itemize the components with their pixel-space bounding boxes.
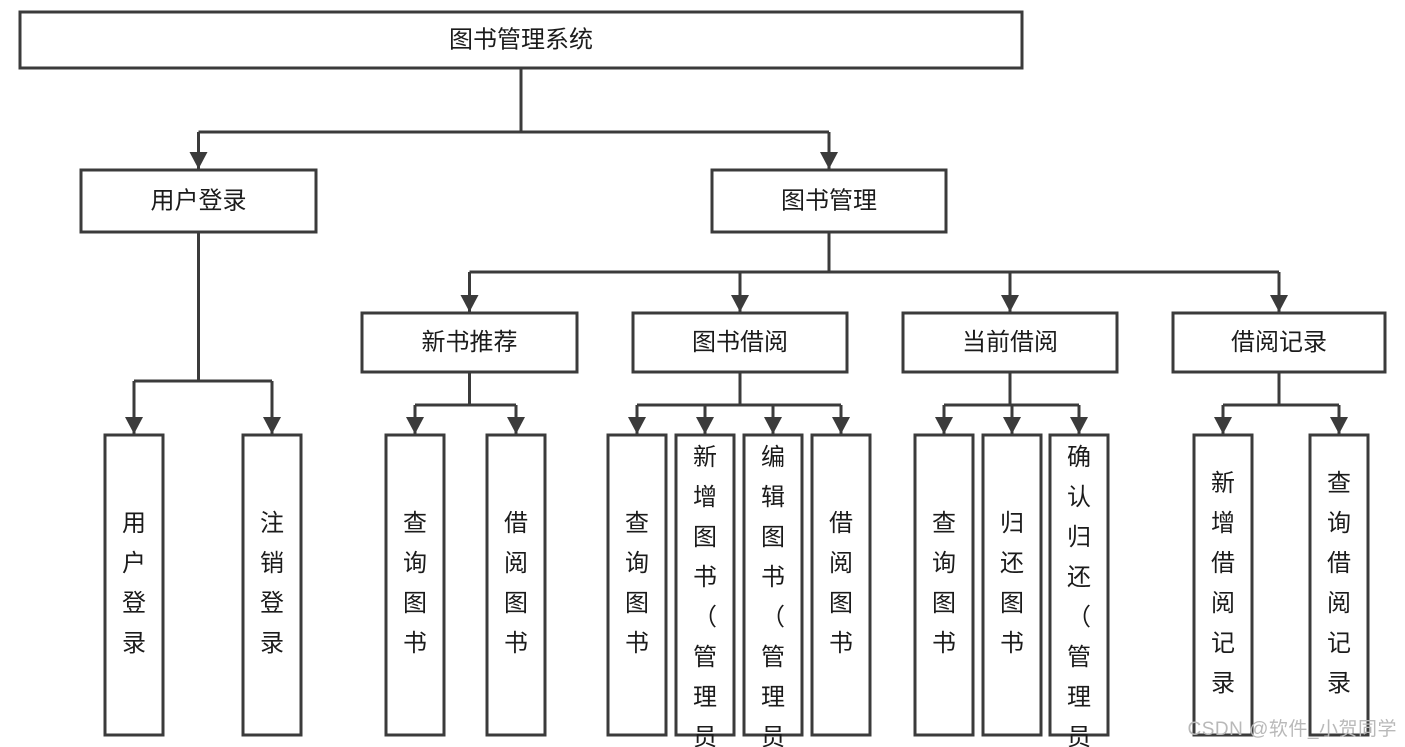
node-new-book-recommend-box[interactable] [360,311,579,374]
node-leaf-add-record[interactable]: 新增借阅记录 [1192,433,1254,737]
node-root-system[interactable]: 图书管理系统 [18,10,1024,70]
node-leaf-borrow-book-1-box[interactable] [485,433,547,737]
node-user-login[interactable]: 用户登录 [79,168,318,234]
arrow-head-icon [1330,417,1348,434]
node-leaf-query-book-3[interactable]: 查询图书 [913,433,975,737]
node-leaf-edit-book-box[interactable] [742,433,804,737]
node-leaf-logout-label: 注销登录 [260,510,284,657]
node-leaf-query-record[interactable]: 查询借阅记录 [1308,433,1370,737]
node-leaf-user-login-label: 用户登录 [122,510,146,657]
arrow-head-icon [263,417,281,434]
nodes-layer: 图书管理系统用户登录图书管理新书推荐图书借阅当前借阅借阅记录用户登录注销登录查询… [18,10,1387,747]
arrow-head-icon [507,417,525,434]
node-leaf-borrow-book-2-box[interactable] [810,433,872,737]
node-leaf-return-book[interactable]: 归还图书 [981,433,1043,737]
node-book-borrow-label: 图书借阅 [692,329,788,356]
node-leaf-confirm-return[interactable]: 确认归还（管理员） [1048,433,1110,747]
arrow-head-icon [460,295,479,312]
node-current-borrow-box[interactable] [901,311,1119,374]
node-new-book-recommend-label: 新书推荐 [422,329,518,356]
arrow-head-icon [1003,417,1021,434]
node-leaf-confirm-return-label: 确认归还（管理员） [1067,444,1091,747]
arrow-head-icon [1070,417,1088,434]
arrow-head-icon [125,417,143,434]
node-leaf-query-book-2-box[interactable] [606,433,668,737]
node-leaf-add-record-label: 新增借阅记录 [1211,470,1235,697]
node-book-management-box[interactable] [710,168,948,234]
node-current-borrow-label: 当前借阅 [962,329,1058,356]
node-leaf-query-book-1-box[interactable] [384,433,446,737]
connectors-layer [125,68,1348,434]
arrow-head-icon [189,152,208,169]
node-leaf-return-book-label: 归还图书 [1000,510,1024,657]
arrow-head-icon [832,417,850,434]
csdn-watermark: CSDN @软件_小贺同学 [1187,719,1397,740]
node-leaf-query-book-2-label: 查询图书 [625,510,649,657]
node-leaf-query-book-3-box[interactable] [913,433,975,737]
node-borrow-record-label: 借阅记录 [1231,329,1327,356]
node-leaf-query-book-1[interactable]: 查询图书 [384,433,446,737]
arrow-head-icon [1214,417,1232,434]
arrow-head-icon [731,295,749,312]
node-book-borrow-box[interactable] [631,311,849,374]
node-borrow-record[interactable]: 借阅记录 [1171,311,1387,374]
node-leaf-add-book[interactable]: 新增图书（管理员） [674,433,736,747]
node-leaf-query-record-label: 查询借阅记录 [1327,470,1351,697]
node-leaf-borrow-book-2-label: 借阅图书 [829,510,853,657]
node-leaf-query-record-box[interactable] [1308,433,1370,737]
node-leaf-query-book-1-label: 查询图书 [403,510,427,657]
node-root-system-box[interactable] [18,10,1024,70]
node-leaf-add-record-box[interactable] [1192,433,1254,737]
node-leaf-logout[interactable]: 注销登录 [241,433,303,737]
node-user-login-label: 用户登录 [151,187,247,214]
node-book-management-label: 图书管理 [781,187,877,214]
arrow-head-icon [696,417,714,434]
node-book-management[interactable]: 图书管理 [710,168,948,234]
arrow-head-icon [406,417,424,434]
node-leaf-query-book-3-label: 查询图书 [932,510,956,657]
node-book-borrow[interactable]: 图书借阅 [631,311,849,374]
node-leaf-user-login[interactable]: 用户登录 [103,433,165,737]
node-leaf-borrow-book-2[interactable]: 借阅图书 [810,433,872,737]
node-leaf-add-book-label: 新增图书（管理员） [693,444,717,747]
node-leaf-logout-box[interactable] [241,433,303,737]
arrow-head-icon [935,417,953,434]
node-leaf-confirm-return-box[interactable] [1048,433,1110,737]
node-user-login-box[interactable] [79,168,318,234]
node-leaf-return-book-box[interactable] [981,433,1043,737]
node-root-system-label: 图书管理系统 [449,26,593,53]
arrow-head-icon [764,417,782,434]
node-leaf-query-book-2[interactable]: 查询图书 [606,433,668,737]
arrow-head-icon [1270,295,1288,312]
node-leaf-add-book-box[interactable] [674,433,736,737]
arrow-head-icon [1001,295,1019,312]
node-new-book-recommend[interactable]: 新书推荐 [360,311,579,374]
node-leaf-edit-book[interactable]: 编辑图书（管理员） [742,433,804,747]
arrow-head-icon [628,417,646,434]
node-current-borrow[interactable]: 当前借阅 [901,311,1119,374]
node-leaf-borrow-book-1-label: 借阅图书 [504,510,528,657]
node-leaf-edit-book-label: 编辑图书（管理员） [761,444,785,747]
node-leaf-borrow-book-1[interactable]: 借阅图书 [485,433,547,737]
node-borrow-record-box[interactable] [1171,311,1387,374]
node-leaf-user-login-box[interactable] [103,433,165,737]
arrow-head-icon [820,152,838,169]
